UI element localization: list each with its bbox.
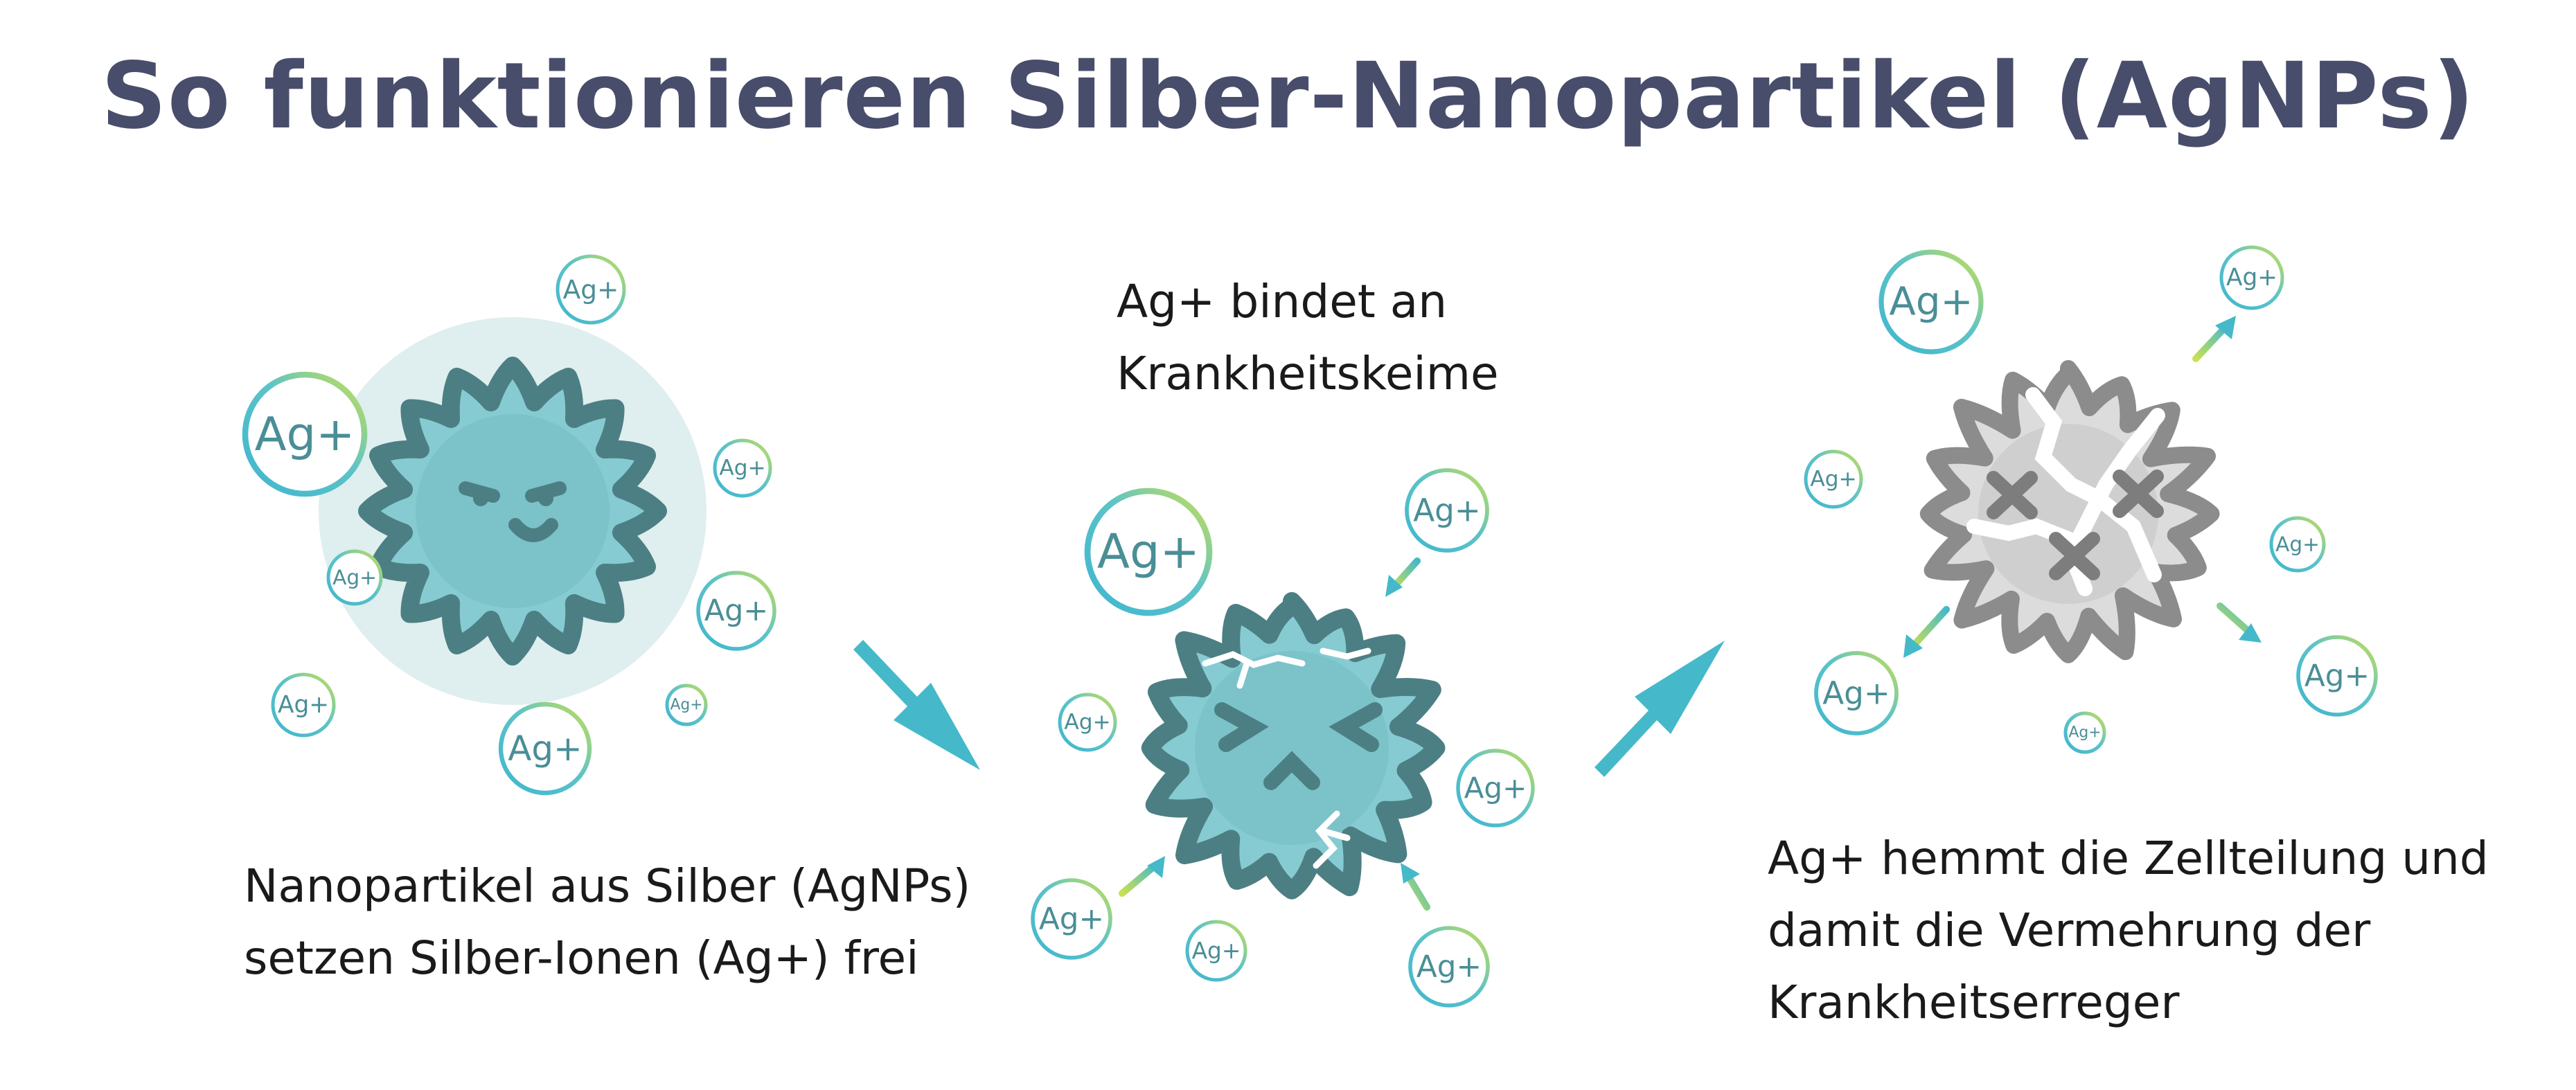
ion-label: Ag+ (255, 407, 355, 461)
caption-line: damit die Vermehrung der (1768, 904, 2371, 957)
ion-label: Ag+ (1416, 949, 1482, 985)
ion-label: Ag+ (1064, 710, 1110, 735)
silver-ion-icon: Ag+ (1878, 249, 1984, 355)
ion-label: Ag+ (719, 456, 765, 481)
step-arrow-down-icon (853, 640, 980, 770)
ion-label: Ag+ (1039, 902, 1104, 937)
step-arrow-up-icon (1595, 641, 1725, 777)
caption-step-2: Ag+ bindet an Krankheitskeime (1117, 266, 1499, 410)
silver-ion-icon: Ag+ (2269, 516, 2326, 573)
silver-ion-icon: Ag+ (665, 684, 708, 726)
happy-face-icon (459, 481, 567, 542)
inward-arrow-icon (1119, 856, 1165, 897)
x-mark-icons (1987, 470, 2164, 580)
caption-line: Ag+ hemmt die Zellteilung und (1768, 832, 2489, 885)
ion-label: Ag+ (670, 697, 702, 714)
particle-core (416, 414, 610, 608)
ion-label: Ag+ (2068, 724, 2101, 742)
inward-arrow-icon (1401, 863, 1430, 911)
caption-step-1: Nanopartikel aus Silber (AgNPs) setzen S… (244, 850, 970, 994)
outward-arrow-icon (2192, 316, 2236, 362)
dead-germ-fragments (1919, 360, 2220, 663)
silver-ion-icon: Ag+ (242, 371, 368, 497)
ion-label: Ag+ (2226, 264, 2277, 292)
silver-ion-icon: Ag+ (1084, 488, 1213, 616)
silver-ion-icon: Ag+ (2063, 711, 2106, 754)
silver-nanoparticle (319, 317, 707, 705)
silver-ion-icon: Ag+ (1408, 926, 1490, 1008)
silver-ion-icon: Ag+ (271, 672, 336, 738)
silver-ion-icon: Ag+ (1058, 693, 1117, 752)
ion-label: Ag+ (704, 593, 769, 628)
ion-label: Ag+ (1889, 280, 1973, 325)
sad-germ-face-icon (1214, 702, 1383, 790)
caption-line: Krankheitserreger (1768, 976, 2180, 1029)
ion-label: Ag+ (1810, 467, 1856, 492)
inward-arrow-icon (1385, 557, 1421, 597)
ion-label: Ag+ (1097, 524, 1200, 580)
caption-line: setzen Silber-Ionen (Ag+) frei (244, 931, 919, 985)
ion-label: Ag+ (1192, 938, 1241, 964)
silver-ion-icon: Ag+ (2296, 635, 2378, 717)
caption-line: Nanopartikel aus Silber (AgNPs) (244, 859, 971, 913)
silver-ion-icon: Ag+ (2219, 245, 2284, 310)
outward-arrow-icon (2217, 602, 2262, 643)
small-arrows (1119, 316, 2262, 911)
silver-ion-icon: Ag+ (1405, 468, 1489, 553)
silver-ion-icon: Ag+ (696, 571, 776, 651)
ion-label: Ag+ (1822, 675, 1890, 712)
silver-ion-icon: Ag+ (1456, 749, 1535, 828)
silver-ion-icon: Ag+ (326, 549, 383, 606)
ion-label: Ag+ (1413, 492, 1480, 529)
sad-germ (1141, 592, 1446, 900)
silver-ion-icon: Ag+ (1814, 651, 1899, 735)
caption-line: Ag+ bindet an (1117, 275, 1448, 328)
caption-line: Krankheitskeime (1117, 347, 1499, 400)
ion-label: Ag+ (332, 566, 377, 589)
ion-label: Ag+ (508, 729, 583, 769)
caption-step-3: Ag+ hemmt die Zellteilung und damit die … (1768, 823, 2489, 1039)
silver-ion-icon: Ag+ (556, 254, 626, 325)
germ-core (1195, 651, 1389, 845)
ion-label: Ag+ (2275, 533, 2320, 556)
silver-ions: Ag+ Ag+ Ag+ Ag+ Ag+ Ag+ Ag+ Ag+ Ag+ Ag+ Ag+ Ag+ Ag+ A… (242, 245, 2378, 1008)
ion-label: Ag+ (2304, 659, 2370, 694)
silver-ion-icon: Ag+ (1804, 449, 1863, 509)
silver-ion-icon: Ag+ (498, 702, 592, 796)
ion-label: Ag+ (1464, 771, 1527, 805)
page-title: So funktionieren Silber-Nanopartikel (Ag… (100, 43, 2476, 150)
ion-label: Ag+ (563, 274, 619, 305)
crack-lines-icon (1202, 647, 1371, 869)
outward-arrow-icon (1903, 606, 1950, 658)
silver-ion-icon: Ag+ (1185, 920, 1247, 982)
silver-ion-icon: Ag+ (713, 438, 772, 498)
ion-label: Ag+ (278, 691, 329, 719)
silver-ion-icon: Ag+ (1031, 878, 1112, 960)
